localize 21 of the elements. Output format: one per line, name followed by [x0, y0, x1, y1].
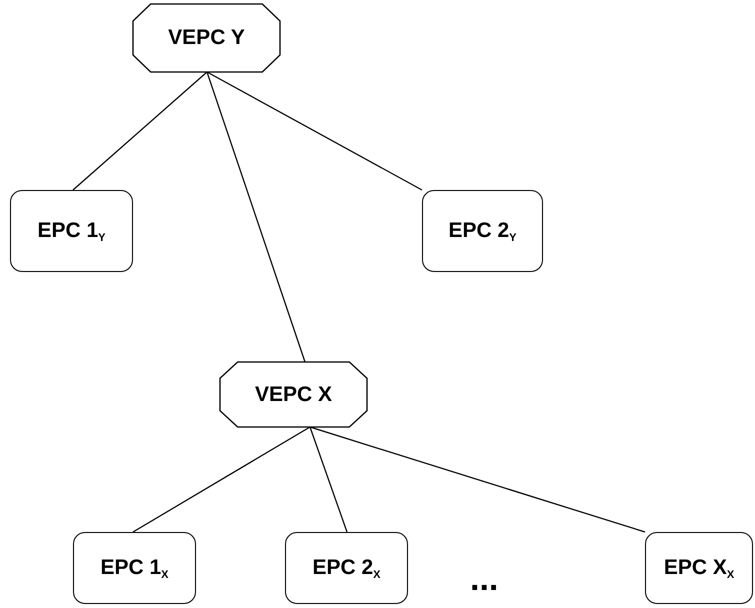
node-label: EPC 1$_{X}$	[100, 556, 169, 580]
ellipsis-label: ...	[470, 560, 498, 599]
rounded-box	[10, 190, 133, 272]
node-label: EPC 2$_{X}$	[312, 556, 381, 580]
rounded-box	[645, 532, 753, 604]
node-label: VEPC X	[254, 382, 332, 406]
octagon-node	[133, 4, 280, 72]
node-label: EPC X$_{X}$	[664, 556, 734, 580]
octagon-node	[220, 362, 367, 427]
connector-line	[309, 426, 348, 532]
connector-line	[206, 72, 306, 362]
connector-line	[310, 426, 646, 533]
node-label: EPC 1$_{Y}$	[37, 218, 106, 244]
connector-line	[72, 72, 208, 190]
connector-line	[132, 426, 310, 533]
rounded-box	[73, 532, 196, 604]
node-label: EPC 2$_{Y}$	[448, 218, 517, 244]
connector-line	[206, 71, 422, 191]
node-label: VEPC Y	[168, 26, 245, 50]
rounded-box	[422, 190, 543, 272]
rounded-box	[285, 532, 408, 604]
